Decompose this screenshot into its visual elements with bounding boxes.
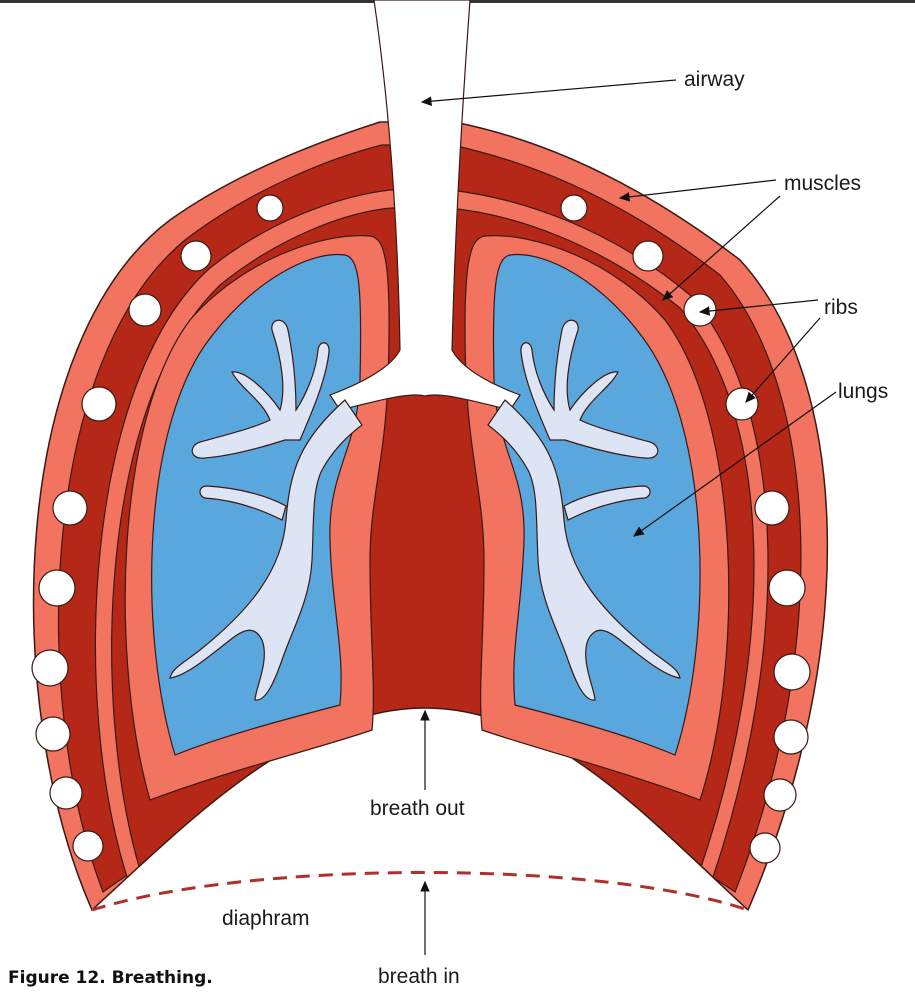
- rib-circle: [750, 833, 780, 863]
- rib-circle: [774, 654, 810, 690]
- rib-circle: [36, 717, 70, 751]
- label-ribs: ribs: [824, 296, 858, 319]
- rib-circle: [633, 241, 663, 271]
- muscles-pointer-1: [620, 180, 776, 198]
- rib-circle: [764, 779, 796, 811]
- rib-circle: [769, 570, 805, 606]
- label-breath-out: breath out: [370, 797, 465, 820]
- label-breath-in: breath in: [378, 965, 460, 988]
- rib-circle: [32, 650, 68, 686]
- rib-circle: [726, 388, 758, 420]
- rib-circle: [129, 294, 161, 326]
- rib-circle: [684, 294, 716, 326]
- rib-circle: [755, 491, 789, 525]
- label-diaphram: diaphram: [222, 907, 310, 930]
- rib-circle: [53, 491, 87, 525]
- rib-circle: [257, 195, 283, 221]
- rib-circle: [82, 387, 116, 421]
- rib-circle: [561, 195, 587, 221]
- label-muscles: muscles: [784, 172, 861, 195]
- label-airway: airway: [684, 68, 745, 91]
- figure-caption: Figure 12. Breathing.: [8, 968, 213, 988]
- rib-circle: [181, 241, 211, 271]
- rib-circle: [774, 720, 808, 754]
- label-lungs: lungs: [838, 380, 888, 403]
- rib-circle: [50, 777, 82, 809]
- rib-circle: [73, 831, 103, 861]
- rib-circle: [39, 570, 75, 606]
